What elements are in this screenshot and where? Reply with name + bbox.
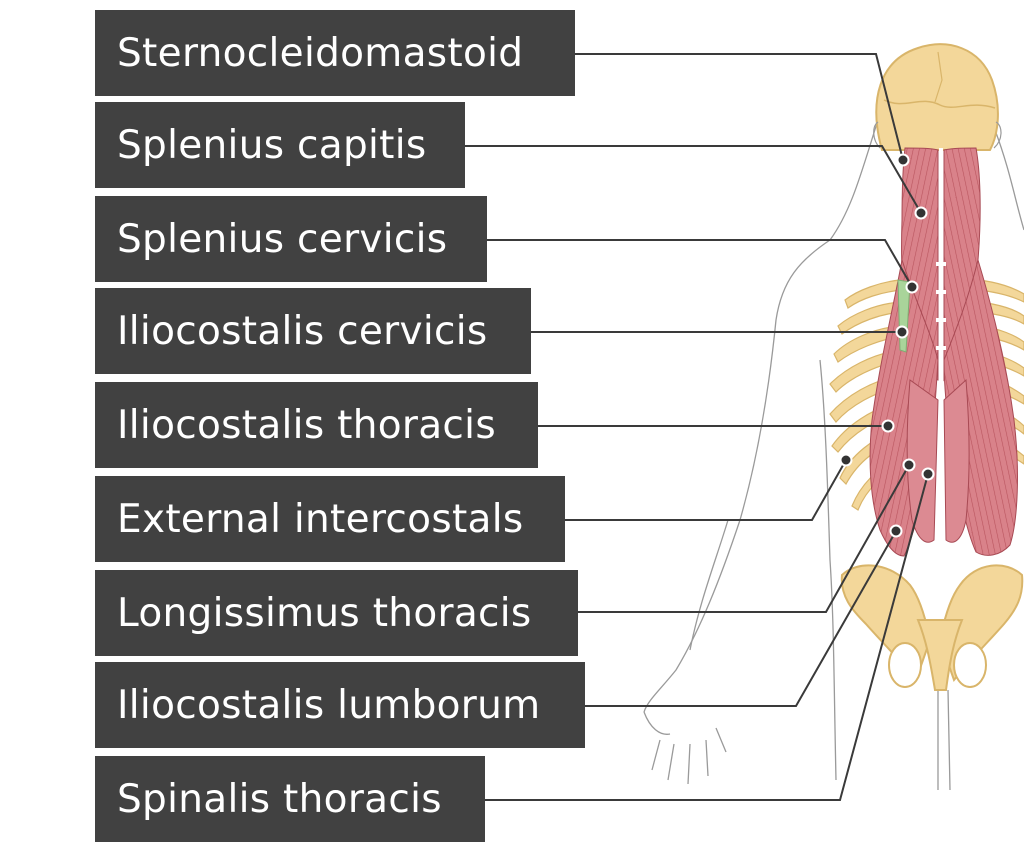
dot-external-intercostals bbox=[839, 453, 853, 467]
body-outline bbox=[643, 119, 1024, 791]
skull bbox=[873, 43, 1002, 151]
dot-iliocostalis-lumborum bbox=[889, 524, 903, 538]
label-spinalis-thoracis: Spinalis thoracis bbox=[95, 756, 485, 842]
leader-splenius-capitis bbox=[462, 145, 922, 214]
leader-splenius-cervicis bbox=[485, 239, 913, 288]
label-external-intercostals: External intercostals bbox=[95, 476, 565, 562]
dot-splenius-capitis bbox=[914, 206, 928, 220]
leader-external-intercostals bbox=[562, 459, 847, 521]
leader-longissimus-thoracis bbox=[575, 464, 910, 613]
pelvis bbox=[840, 564, 1024, 691]
leader-iliocostalis-lumborum bbox=[582, 530, 897, 707]
label-splenius-capitis: Splenius capitis bbox=[95, 102, 465, 188]
spine bbox=[936, 148, 946, 560]
label-sternocleidomastoid: Sternocleidomastoid bbox=[95, 10, 575, 96]
leader-sternocleidomastoid bbox=[572, 53, 904, 161]
leader-lines bbox=[462, 53, 929, 801]
label-iliocostalis-thoracis: Iliocostalis thoracis bbox=[95, 382, 538, 468]
label-splenius-cervicis: Splenius cervicis bbox=[95, 196, 487, 282]
dot-sternocleidomastoid bbox=[896, 153, 910, 167]
label-longissimus-thoracis: Longissimus thoracis bbox=[95, 570, 578, 656]
label-iliocostalis-cervicis: Iliocostalis cervicis bbox=[95, 288, 531, 374]
back-muscles bbox=[869, 147, 1018, 557]
marker-dots bbox=[839, 153, 935, 538]
dot-iliocostalis-thoracis bbox=[881, 419, 895, 433]
dot-spinalis-thoracis bbox=[921, 467, 935, 481]
dot-splenius-cervicis bbox=[905, 280, 919, 294]
leader-spinalis-thoracis bbox=[482, 473, 929, 801]
dot-longissimus-thoracis bbox=[902, 458, 916, 472]
label-iliocostalis-lumborum: Iliocostalis lumborum bbox=[95, 662, 585, 748]
dot-iliocostalis-cervicis bbox=[895, 325, 909, 339]
